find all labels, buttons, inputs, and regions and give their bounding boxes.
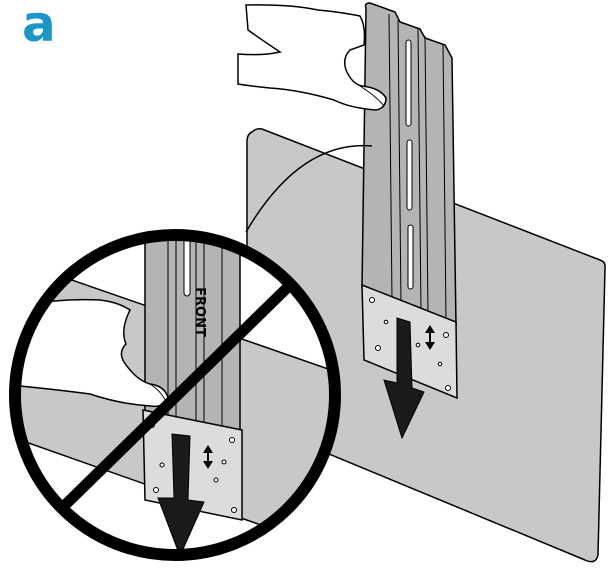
prohibited-sign-icon xyxy=(9,229,341,561)
hand-icon xyxy=(19,298,169,408)
down-arrow-icon xyxy=(157,433,205,555)
magnifier-connector xyxy=(245,144,373,233)
down-arrow-icon xyxy=(383,317,425,440)
step-label: a xyxy=(22,0,56,53)
double-arrow-icon xyxy=(203,445,213,469)
hand-icon xyxy=(237,4,387,111)
front-label: FRONT xyxy=(192,287,207,337)
double-arrow-icon xyxy=(425,325,435,350)
wall-bracket xyxy=(361,2,458,400)
